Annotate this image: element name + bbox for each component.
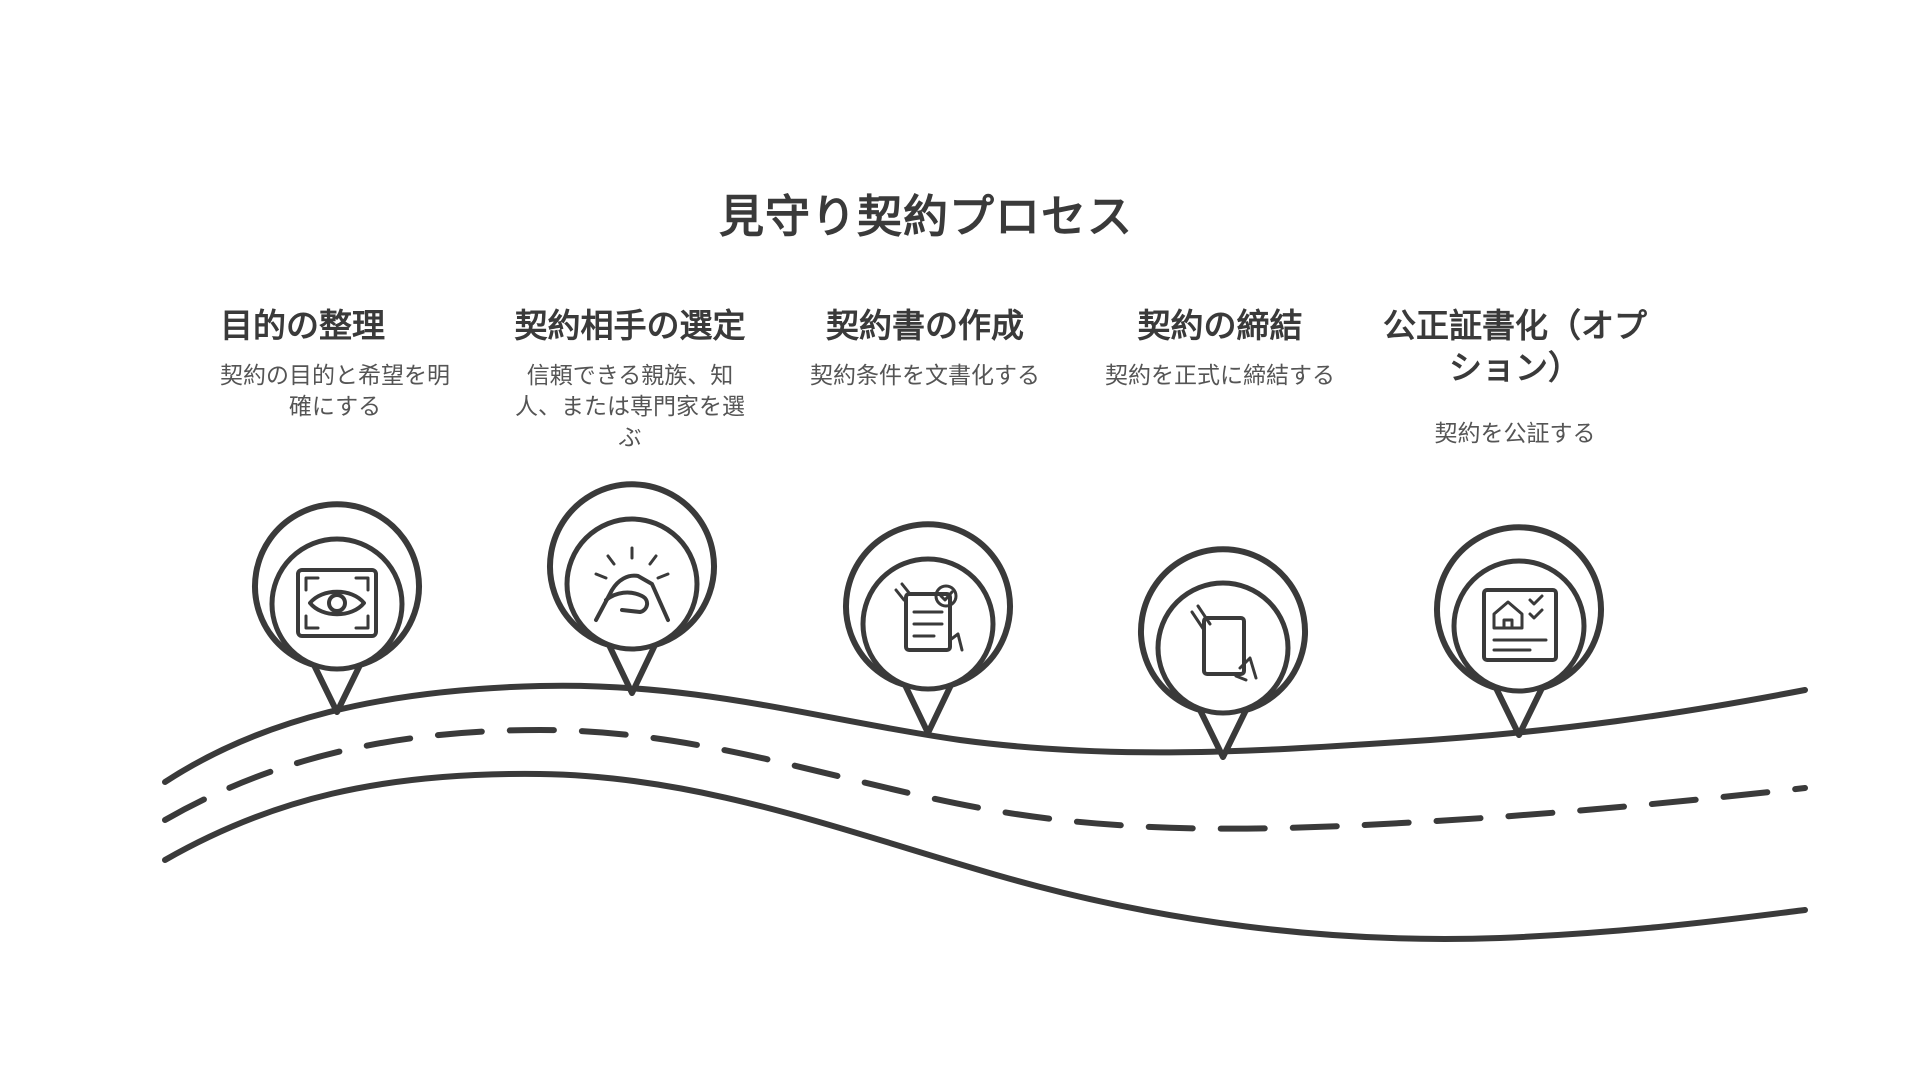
step-3-label: 契約書の作成 契約条件を文書化する [785,305,1065,392]
road-center-line [162,727,1808,832]
step-1-pin [252,501,422,715]
step-2-label: 契約相手の選定 信頼できる親族、知人、または専門家を選ぶ [490,305,770,454]
step-4-pin [1138,546,1308,760]
step-1-label: 目的の整理 契約の目的と希望を明確にする [195,305,475,423]
road-lower-edge [162,770,1808,942]
diagram-title: 見守り契約プロセス [718,190,1133,243]
step-1-description: 契約の目的と希望を明確にする [220,363,450,420]
document-writing-icon [894,582,964,652]
eye-scan-icon [296,568,378,638]
step-3-description: 契約条件を文書化する [810,363,1040,389]
step-2-pin [547,481,717,696]
step-2-title: 契約相手の選定 [514,306,746,345]
step-4-title: 契約の締結 [1137,306,1303,345]
house-checklist-icon [1482,588,1558,662]
step-1-title: 目的の整理 [220,306,385,345]
road-upper-edge [162,682,1808,785]
step-3-pin [843,521,1013,736]
step-4-description: 契約を正式に締結する [1105,363,1335,389]
step-5-label: 公正証書化（オプション） 契約を公証する [1375,305,1655,450]
document-in-hands-icon [1190,604,1258,682]
step-2-description: 信頼できる親族、知人、または専門家を選ぶ [515,363,745,451]
step-5-description: 契約を公証する [1434,421,1596,447]
step-3-title: 契約書の作成 [826,306,1024,345]
handshake-icon [594,546,670,622]
step-4-label: 契約の締結 契約を正式に締結する [1080,305,1360,392]
step-5-pin [1434,524,1604,738]
step-5-title: 公正証書化（オプション） [1383,306,1647,387]
